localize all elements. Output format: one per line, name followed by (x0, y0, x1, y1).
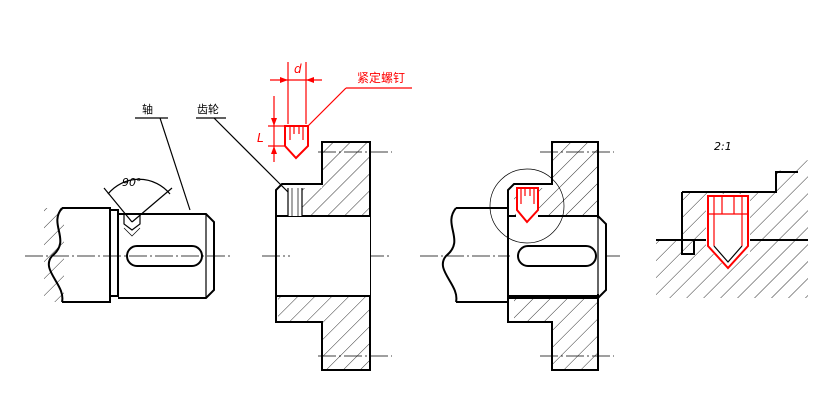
set-screw-label: 紧定螺钉 (357, 70, 405, 85)
set-screw-callout: d L 紧定螺钉 (257, 62, 412, 162)
assembly-view (420, 141, 622, 371)
dim-L-label: L (257, 131, 264, 145)
shaft-label: 轴 (142, 102, 153, 116)
gear-label: 齿轮 (197, 102, 219, 116)
angle-label: 90° (122, 176, 142, 189)
gear-view: 齿轮 (196, 102, 392, 371)
detail-view: 2:1 (656, 140, 808, 298)
shaft-view: 90° 轴 (25, 102, 230, 303)
scale-label: 2:1 (714, 140, 732, 153)
dim-d-label: d (294, 62, 302, 76)
